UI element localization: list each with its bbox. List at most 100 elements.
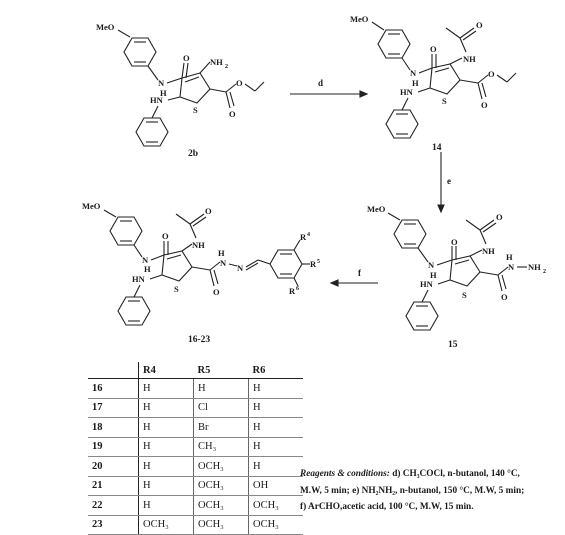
meo-label-14: MeO	[350, 14, 369, 24]
acetamido-nh-16: NH	[192, 240, 205, 250]
substituent-cell: H	[138, 398, 194, 418]
table-header: R4	[138, 362, 194, 379]
anilino-hn-15: HN	[420, 279, 434, 289]
conditions-line3: f) ArCHO,acetic acid, 100 °C, M.W, 15 mi…	[300, 502, 474, 512]
substituent-cell: OCH₃	[193, 515, 249, 535]
r5-label: R	[310, 259, 317, 269]
anilino-hn-14: HN	[400, 87, 414, 97]
amide-h: H	[160, 88, 167, 98]
substituent-cell: OCH₃	[193, 495, 249, 516]
compound-number-cell: 21	[88, 476, 139, 496]
amide-n-14: N	[410, 68, 417, 78]
table-header: R6	[248, 362, 303, 379]
compound-14: MeO N H O S NH O O O HN	[350, 14, 517, 153]
substituent-cell: H	[138, 417, 194, 438]
substituent-cell: H	[138, 456, 194, 477]
ester-o-carbonyl: O	[229, 109, 236, 119]
r4-sup: 4	[307, 232, 310, 238]
substituent-cell: H	[248, 378, 303, 399]
amide-o: O	[183, 53, 190, 63]
compound-number-cell: 19	[88, 437, 139, 457]
compound-number-cell: 22	[88, 495, 139, 516]
ester-o: O	[236, 78, 243, 88]
ester-o-14: O	[488, 69, 495, 79]
compound-number-cell: 18	[88, 417, 139, 438]
thiophene-s-16: S	[174, 284, 179, 294]
acetyl-o-16: O	[205, 206, 212, 216]
acetamido-nh-14: NH	[463, 54, 476, 64]
amide-h-16: H	[144, 264, 151, 274]
arrow-label-d: d	[318, 78, 323, 88]
substituent-cell: Br	[193, 417, 249, 438]
meo-label-16: MeO	[82, 201, 101, 211]
conditions-line1: d) CH₃COCl, n-butanol, 140 °C,	[389, 469, 520, 479]
compound-16-23: MeO N H O S NH O O H N N	[82, 201, 320, 345]
acetamido-nh-15: NH	[482, 246, 495, 256]
arrow-e: e	[437, 152, 451, 214]
substituent-cell: OCH₃	[248, 495, 303, 516]
hydrazide-nh2-sub-15: 2	[543, 269, 546, 275]
hydrazide-n-15: N	[508, 262, 515, 272]
hydrazone-n1-16: N	[220, 258, 227, 268]
hydrazone-n2-16: N	[237, 263, 244, 273]
substituent-cell: H	[138, 476, 194, 496]
arrow-f: f	[329, 268, 378, 287]
substituent-cell: H	[138, 495, 194, 516]
reagents-conditions: Reagents & conditions: d) CH₃COCl, n-but…	[300, 466, 565, 516]
substituent-cell: H	[138, 437, 194, 457]
amino-nh: NH	[210, 57, 223, 67]
substituent-cell: H	[138, 378, 194, 399]
substituent-cell: OH	[248, 476, 303, 496]
substituent-cell: Cl	[193, 398, 249, 418]
meo-label: MeO	[96, 22, 115, 32]
table-header: R5	[193, 362, 249, 379]
table-header-row: R4 R5 R6	[88, 362, 303, 379]
meo-label-15: MeO	[367, 204, 386, 214]
anilino-hn-16: HN	[132, 274, 146, 284]
substituent-cell: CH₃	[193, 437, 249, 457]
substituent-cell: H	[193, 378, 249, 399]
substituent-cell: H	[248, 417, 303, 438]
hydrazide-o-15: O	[501, 292, 508, 302]
r5-sup: 5	[317, 259, 320, 265]
amide-h-14: H	[412, 78, 419, 88]
conditions-line2: M.W, 5 min; e) NH₂NH₂, n-butanol, 150 °C…	[300, 485, 525, 496]
compound-label-15: 15	[448, 340, 458, 350]
amino-sub: 2	[225, 64, 228, 70]
compound-number-cell: 16	[88, 378, 139, 399]
substituent-cell: OCH₃	[248, 515, 303, 535]
compound-number-cell: 23	[88, 515, 139, 535]
acetyl-o-14: O	[476, 20, 483, 30]
thiophene-s-14: S	[442, 96, 447, 106]
hydrazone-h-16: H	[218, 248, 225, 258]
hydrazide-h-15: H	[506, 252, 513, 262]
r4-label: R	[300, 232, 307, 242]
substituent-cell: H	[248, 437, 303, 457]
hydrazone-o-16: O	[213, 287, 220, 297]
arrow-d: d	[290, 78, 369, 98]
substituent-cell: OCH₃	[193, 476, 249, 496]
substituent-cell: H	[248, 398, 303, 418]
thiophene-s: S	[193, 105, 198, 115]
compound-15: MeO N H O S NH O O H N NH 2 HN	[367, 204, 546, 350]
compound-number-cell: 17	[88, 398, 139, 418]
compound-label-14: 14	[432, 143, 442, 153]
anilino-hn: HN	[150, 95, 164, 105]
r6-label: R	[289, 286, 296, 296]
amide-n-15: N	[428, 260, 435, 270]
thiophene-s-15: S	[462, 290, 467, 300]
arrow-label-f: f	[358, 268, 362, 278]
compound-number-cell: 20	[88, 456, 139, 477]
amide-h-15: H	[430, 270, 437, 280]
table-header	[88, 362, 139, 379]
amide-n: N	[158, 78, 165, 88]
